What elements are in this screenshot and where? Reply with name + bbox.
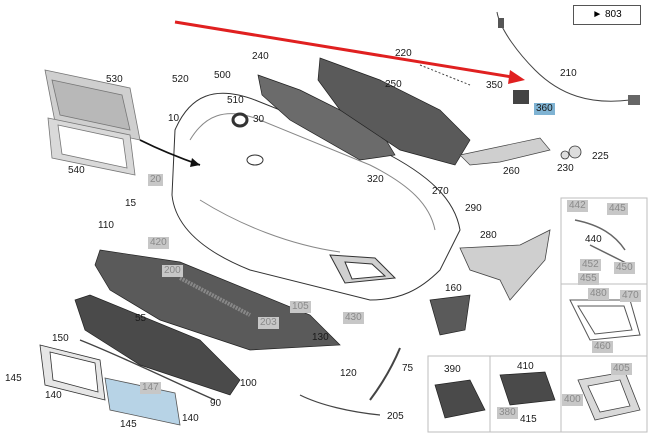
label-380: 380 — [497, 407, 518, 419]
label-15: 15 — [125, 198, 137, 209]
part-75-trim — [369, 347, 401, 401]
label-410: 410 — [517, 361, 534, 372]
label-470: 470 — [620, 290, 641, 302]
label-280: 280 — [480, 230, 497, 241]
label-140-right: 140 — [182, 413, 199, 424]
part-200-strip — [179, 276, 251, 317]
part-205-trim — [299, 394, 381, 416]
label-110: 110 — [98, 220, 114, 231]
label-105: 105 — [290, 301, 311, 313]
label-145-left: 145 — [5, 373, 22, 384]
part-220-strip — [419, 64, 471, 86]
label-460: 460 — [592, 341, 613, 353]
label-203: 203 — [258, 317, 279, 329]
part-260-bracket — [459, 137, 551, 166]
label-240: 240 — [252, 51, 269, 62]
label-270: 270 — [432, 186, 449, 197]
part-280-bracket — [459, 229, 551, 301]
label-200: 200 — [162, 265, 183, 277]
label-145-bottom: 145 — [120, 419, 137, 430]
part-440-strip — [574, 219, 626, 251]
label-530: 530 — [106, 74, 123, 85]
label-480: 480 — [588, 288, 609, 300]
part-410-grille — [499, 371, 556, 406]
label-455: 455 — [578, 273, 599, 285]
label-120: 120 — [340, 368, 357, 379]
label-10: 10 — [168, 113, 180, 124]
label-90: 90 — [210, 398, 222, 409]
reference-arrow: ► — [592, 9, 603, 20]
label-415: 415 — [520, 414, 537, 425]
label-540: 540 — [68, 165, 85, 176]
part-350-sensor — [513, 90, 529, 104]
reference-number: 803 — [605, 9, 622, 20]
panel-bottom-parts — [427, 355, 648, 433]
label-450: 450 — [614, 262, 635, 274]
part-225-230-sensor — [560, 145, 582, 160]
label-452: 452 — [580, 259, 601, 271]
part-30-ring — [231, 112, 249, 128]
label-510: 510 — [227, 95, 244, 106]
label-55: 55 — [135, 313, 147, 324]
reference-box[interactable]: ► 803 — [573, 5, 641, 25]
part-160-bracket — [429, 294, 471, 336]
label-75: 75 — [402, 363, 414, 374]
label-420: 420 — [148, 237, 169, 249]
part-100-mesh — [74, 294, 241, 396]
part-240-bracket — [257, 74, 396, 161]
label-350: 350 — [486, 80, 503, 91]
label-320: 320 — [367, 174, 384, 185]
label-405: 405 — [611, 363, 632, 375]
label-445: 445 — [607, 203, 628, 215]
label-440: 440 — [585, 234, 602, 245]
label-130: 130 — [312, 332, 329, 343]
part-210-harness — [496, 11, 631, 102]
label-500: 500 — [214, 70, 231, 81]
part-10-bumper-cover — [171, 92, 461, 301]
label-390: 390 — [444, 364, 461, 375]
part-90-trim — [79, 339, 216, 401]
part-250-carrier — [317, 57, 471, 166]
part-390-grille — [434, 379, 486, 419]
label-520: 520 — [172, 74, 189, 85]
label-290: 290 — [465, 203, 482, 214]
label-147: 147 — [140, 382, 161, 394]
label-225: 225 — [592, 151, 609, 162]
part-400-frame — [577, 371, 641, 421]
label-220: 220 — [395, 48, 412, 59]
label-140-left: 140 — [45, 390, 62, 401]
label-160: 160 — [445, 283, 462, 294]
part-540-frame — [47, 117, 136, 176]
label-210: 210 — [560, 68, 577, 79]
label-400: 400 — [562, 394, 583, 406]
label-360: 360 — [534, 103, 555, 115]
part-140-plate-holder — [39, 344, 106, 401]
label-100: 100 — [240, 378, 257, 389]
label-30: 30 — [253, 114, 265, 125]
label-205: 205 — [387, 411, 404, 422]
label-230: 230 — [557, 163, 574, 174]
label-430: 430 — [343, 312, 364, 324]
label-150: 150 — [52, 333, 69, 344]
label-250: 250 — [385, 79, 402, 90]
annotation-arrow — [174, 20, 519, 80]
label-442: 442 — [567, 200, 588, 212]
label-260: 260 — [503, 166, 520, 177]
label-20: 20 — [148, 174, 164, 186]
part-450-strip — [589, 244, 631, 266]
part-470-frame — [569, 299, 641, 341]
